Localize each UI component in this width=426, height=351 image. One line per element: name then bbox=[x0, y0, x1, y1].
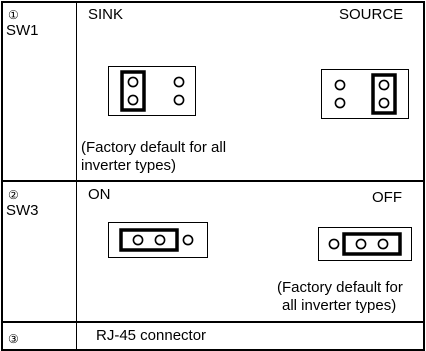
switch-name-sw1: SW1 bbox=[6, 22, 39, 39]
rj45-connector-label: RJ-45 connector bbox=[96, 327, 207, 344]
sw3-on-jumper-diagram bbox=[108, 222, 208, 258]
sw1-source-jumper-diagram bbox=[321, 69, 409, 119]
switch-name-sw3: SW3 bbox=[6, 202, 39, 219]
table-border-right bbox=[423, 1, 425, 351]
table-border-bottom bbox=[1, 349, 425, 351]
table-border-top bbox=[1, 1, 425, 3]
source-label: SOURCE bbox=[339, 6, 404, 23]
sink-label: SINK bbox=[88, 6, 124, 23]
sw1-default-note-line1: (Factory default for all bbox=[81, 139, 227, 156]
row-number-1: ① bbox=[8, 8, 19, 22]
sw3-default-note-line2: all inverter types) bbox=[282, 297, 397, 314]
column-divider bbox=[76, 1, 77, 351]
row-number-3: ③ bbox=[8, 332, 19, 346]
on-label: ON bbox=[88, 186, 111, 203]
row-number-2: ② bbox=[8, 188, 19, 202]
row-divider-2 bbox=[1, 321, 425, 323]
off-label: OFF bbox=[372, 189, 402, 206]
table-border-left bbox=[1, 1, 3, 351]
sw3-off-jumper-diagram bbox=[318, 227, 412, 261]
sw3-default-note-line1: (Factory default for bbox=[277, 279, 403, 296]
sw1-default-note-line2: inverter types) bbox=[81, 157, 177, 174]
row-divider-1 bbox=[1, 180, 425, 182]
sw1-sink-jumper-diagram bbox=[108, 66, 196, 116]
